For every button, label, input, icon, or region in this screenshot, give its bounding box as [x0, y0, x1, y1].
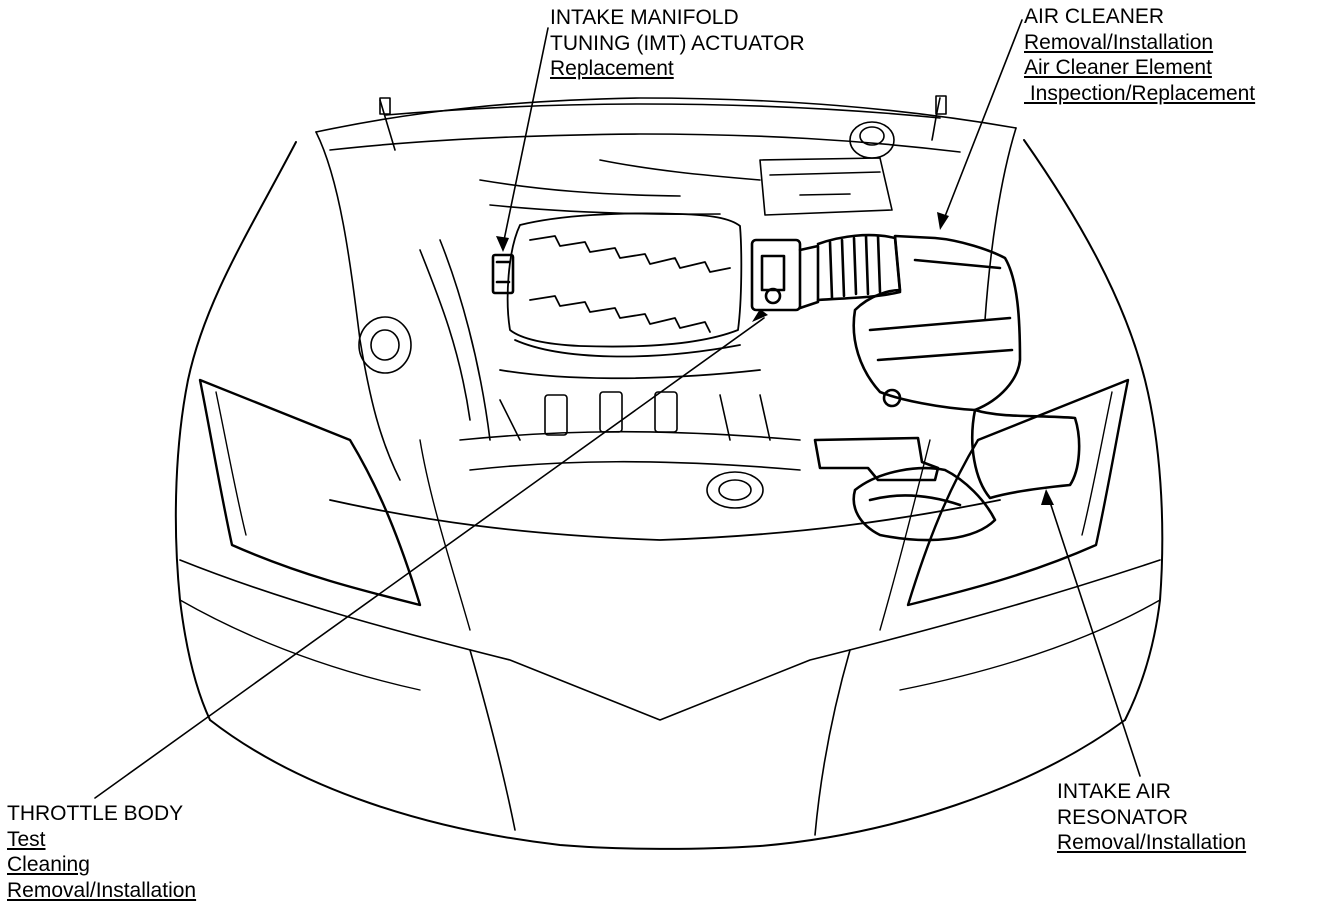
- callout-heading-line: AIR CLEANER: [1024, 5, 1165, 28]
- leader-arrowheads: [496, 212, 1054, 505]
- imt-actuator: [491, 253, 515, 295]
- ignition-coils: [459, 391, 801, 471]
- throttle-body-test-link[interactable]: Test: [7, 827, 46, 851]
- callout-heading-line: INTAKE AIR: [1057, 780, 1171, 803]
- engine-cover: [499, 212, 761, 380]
- air-cleaner-callout: AIR CLEANER Removal/Installation Air Cle…: [1024, 4, 1255, 106]
- throttle-body-removal-installation-link[interactable]: Removal/Installation: [7, 878, 197, 902]
- leader-lines: [94, 19, 1141, 799]
- intake-air-resonator: [813, 408, 1081, 542]
- engine-bay-outline: [315, 95, 1017, 509]
- throttle-body-callout: THROTTLE BODY Test Cleaning Removal/Inst…: [7, 801, 196, 903]
- throttle-body: [750, 238, 820, 312]
- callout-heading-line: RESONATOR: [1057, 805, 1189, 829]
- intake-air-resonator-callout: INTAKE AIR RESONATOR Removal/Installatio…: [1057, 779, 1246, 856]
- throttle-body-cleaning-link[interactable]: Cleaning: [7, 853, 90, 876]
- car-body-outline: [174, 139, 1164, 850]
- resonator-removal-installation-link[interactable]: Removal/Installation: [1057, 831, 1247, 854]
- air-cleaner-inspection-replacement-link[interactable]: Inspection/Replacement: [1024, 81, 1256, 105]
- air-cleaner-element-link[interactable]: Air Cleaner Element: [1024, 56, 1212, 79]
- intake-duct: [816, 233, 902, 302]
- imt-replacement-link[interactable]: Replacement: [550, 57, 674, 80]
- air-cleaner-removal-installation-link[interactable]: Removal/Installation: [1024, 30, 1214, 54]
- callout-heading-line: THROTTLE BODY: [7, 802, 184, 825]
- callout-heading-line: TUNING (IMT) ACTUATOR: [550, 31, 805, 55]
- imt-actuator-callout: INTAKE MANIFOLD TUNING (IMT) ACTUATOR Re…: [550, 5, 805, 82]
- callout-heading-line: INTAKE MANIFOLD: [550, 6, 739, 29]
